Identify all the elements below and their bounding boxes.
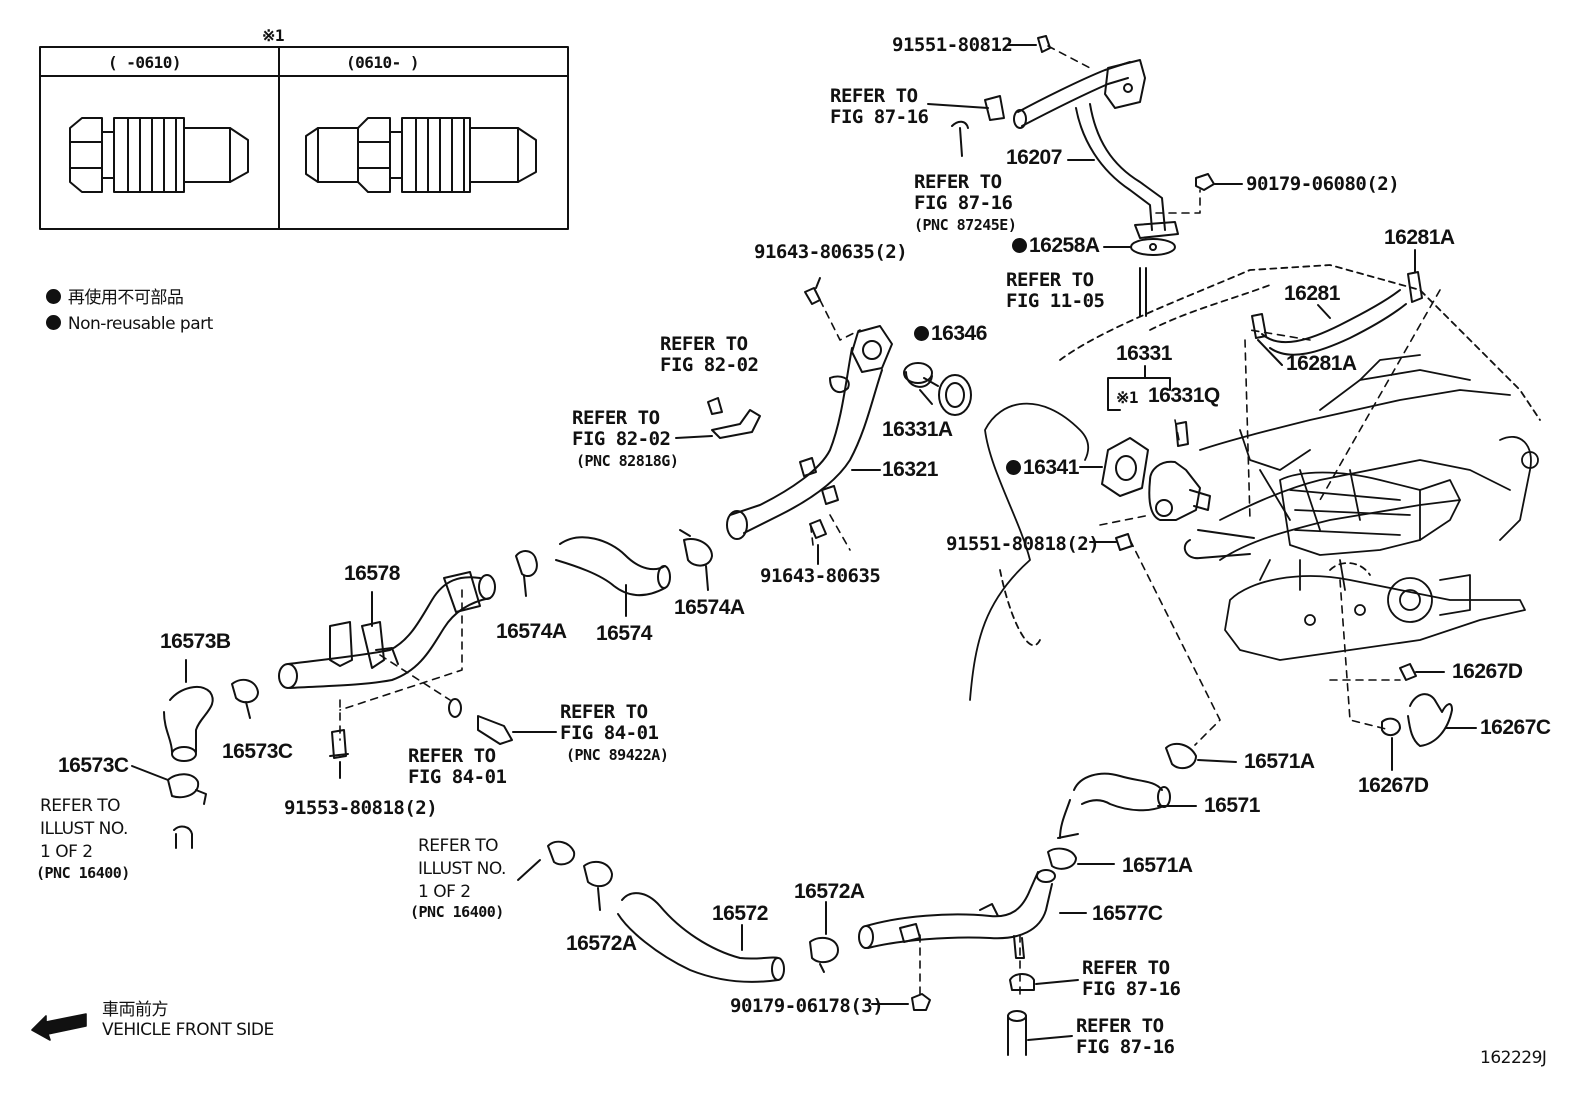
label-refer-82-02-b-line1[interactable]: REFER TO	[572, 407, 660, 429]
label-refer-illust-b-pnc: (PNC 16400)	[410, 903, 504, 921]
inlet-16331-drawing	[1079, 365, 1255, 560]
label-16281A-bottom[interactable]: 16281A	[1286, 352, 1357, 375]
label-16267D-bottom[interactable]: 16267D	[1358, 774, 1429, 797]
pipe-16577C-drawing	[858, 869, 1087, 1056]
direction-en: VEHICLE FRONT SIDE	[102, 1020, 274, 1040]
label-refer-82-02-b-line2[interactable]: FIG 82-02	[572, 428, 671, 450]
label-refer-84-01-a-line2[interactable]: FIG 84-01	[560, 722, 659, 744]
label-refer-82-02-b-pnc: (PNC 82818G)	[576, 452, 679, 470]
label-90179-06178[interactable]: 90179-06178(3)	[730, 995, 884, 1017]
label-refer-illust-b-line2[interactable]: ILLUST NO.	[418, 859, 506, 879]
label-16321[interactable]: 16321	[882, 458, 938, 481]
non-reusable-dot-icon	[914, 326, 929, 341]
label-16331Q-note: ※1	[1116, 388, 1139, 407]
direction-jp: 車両前方	[102, 1000, 169, 1020]
label-16571A-top[interactable]: 16571A	[1244, 750, 1315, 773]
hose-16573B-drawing	[131, 659, 259, 849]
label-refer-11-05-line1[interactable]: REFER TO	[1006, 269, 1094, 291]
label-16578[interactable]: 16578	[344, 562, 400, 585]
inset-header-left: ( -0610)	[108, 53, 182, 72]
fitting-illustration-new	[305, 117, 537, 193]
label-16331A[interactable]: 16331A	[882, 418, 953, 441]
label-refer-illust-a-pnc: (PNC 16400)	[36, 864, 130, 882]
non-reusable-dot-icon	[46, 315, 61, 330]
label-16572[interactable]: 16572	[712, 902, 768, 925]
label-16572A-right[interactable]: 16572A	[794, 880, 865, 903]
label-refer-illust-a-line1[interactable]: REFER TO	[40, 796, 121, 816]
label-91643-80635[interactable]: 91643-80635	[760, 565, 881, 587]
label-refer-87-16-a-line2[interactable]: FIG 87-16	[830, 106, 929, 128]
pipe-16207-drawing	[927, 35, 1243, 317]
non-reusable-dot-icon	[1012, 238, 1027, 253]
label-16573C-b[interactable]: 16573C	[58, 754, 129, 777]
label-refer-87-16-b-line1[interactable]: REFER TO	[914, 171, 1002, 193]
label-16267C[interactable]: 16267C	[1480, 716, 1551, 739]
hose-16267-drawing	[1381, 663, 1477, 771]
legend-jp: 再使用不可部品	[46, 288, 184, 308]
label-16573B[interactable]: 16573B	[160, 630, 231, 653]
label-refer-11-05-line2[interactable]: FIG 11-05	[1006, 290, 1105, 312]
hose-16574-drawing	[515, 529, 713, 617]
front-direction-arrow	[31, 1013, 87, 1041]
label-refer-84-01-b-line2[interactable]: FIG 84-01	[408, 766, 507, 788]
label-16573C-a[interactable]: 16573C	[222, 740, 293, 763]
label-16267D-top[interactable]: 16267D	[1452, 660, 1523, 683]
label-16331[interactable]: 16331	[1116, 342, 1172, 365]
label-refer-illust-b-line1[interactable]: REFER TO	[418, 836, 499, 856]
hose-16572-drawing	[517, 840, 839, 983]
label-16571[interactable]: 16571	[1204, 794, 1260, 817]
outlet-16321-drawing	[675, 277, 972, 565]
label-refer-84-01-b-line1[interactable]: REFER TO	[408, 745, 496, 767]
label-refer-illust-a-line2[interactable]: ILLUST NO.	[40, 819, 128, 839]
label-refer-87-16-b-line2[interactable]: FIG 87-16	[914, 192, 1013, 214]
label-16577C[interactable]: 16577C	[1092, 902, 1163, 925]
label-16571A-bottom[interactable]: 16571A	[1122, 854, 1193, 877]
label-91551-80812[interactable]: 91551-80812	[892, 34, 1013, 56]
label-16572A-left[interactable]: 16572A	[566, 932, 637, 955]
figure-code: 162229J	[1480, 1048, 1547, 1068]
label-91551-80818[interactable]: 91551-80818(2)	[946, 533, 1100, 555]
label-16207[interactable]: 16207	[1006, 146, 1062, 169]
label-16574[interactable]: 16574	[596, 622, 652, 645]
label-91553-80818[interactable]: 91553-80818(2)	[284, 797, 438, 819]
label-refer-87-16-a-line1[interactable]: REFER TO	[830, 85, 918, 107]
inset-note-mark: ※1	[262, 26, 285, 45]
hose-16571-drawing	[1047, 742, 1237, 870]
label-16281[interactable]: 16281	[1284, 282, 1340, 305]
inset-header-right: (0610- )	[346, 53, 420, 72]
non-reusable-dot-icon	[1006, 460, 1021, 475]
label-refer-87-16-c-line1[interactable]: REFER TO	[1082, 957, 1170, 979]
label-refer-84-01-a-line1[interactable]: REFER TO	[560, 701, 648, 723]
label-refer-87-16-c-line2[interactable]: FIG 87-16	[1082, 978, 1181, 1000]
legend-en: Non-reusable part	[46, 314, 213, 334]
legend-en-text: Non-reusable part	[67, 314, 213, 334]
label-refer-87-16-d-line1[interactable]: REFER TO	[1076, 1015, 1164, 1037]
label-16574A-right[interactable]: 16574A	[674, 596, 745, 619]
label-16346[interactable]: 16346	[914, 323, 987, 344]
inset-table	[39, 46, 569, 230]
label-refer-87-16-b-pnc: (PNC 87245E)	[914, 216, 1017, 234]
label-16341[interactable]: 16341	[1006, 457, 1079, 478]
engine-block-outline	[969, 264, 1541, 701]
label-16258A[interactable]: 16258A	[1012, 235, 1100, 256]
label-16574A-left[interactable]: 16574A	[496, 620, 567, 643]
label-90179-06080[interactable]: 90179-06080(2)	[1246, 173, 1400, 195]
label-91643-80635-2[interactable]: 91643-80635(2)	[754, 241, 908, 263]
pipe-16578-drawing	[278, 571, 557, 779]
label-16331Q[interactable]: 16331Q	[1148, 384, 1220, 407]
label-16281A-top[interactable]: 16281A	[1384, 226, 1455, 249]
hose-16281-drawing	[1251, 249, 1423, 366]
label-refer-illust-a-line3[interactable]: 1 OF 2	[40, 842, 93, 862]
label-refer-87-16-d-line2[interactable]: FIG 87-16	[1076, 1036, 1175, 1058]
label-refer-84-01-a-pnc: (PNC 89422A)	[566, 746, 669, 764]
label-refer-82-02-a-line2[interactable]: FIG 82-02	[660, 354, 759, 376]
legend-jp-text: 再使用不可部品	[67, 288, 184, 308]
fitting-illustration-old	[69, 117, 249, 193]
label-refer-illust-b-line3[interactable]: 1 OF 2	[418, 882, 471, 902]
label-refer-82-02-a-line1[interactable]: REFER TO	[660, 333, 748, 355]
non-reusable-dot-icon	[46, 289, 61, 304]
